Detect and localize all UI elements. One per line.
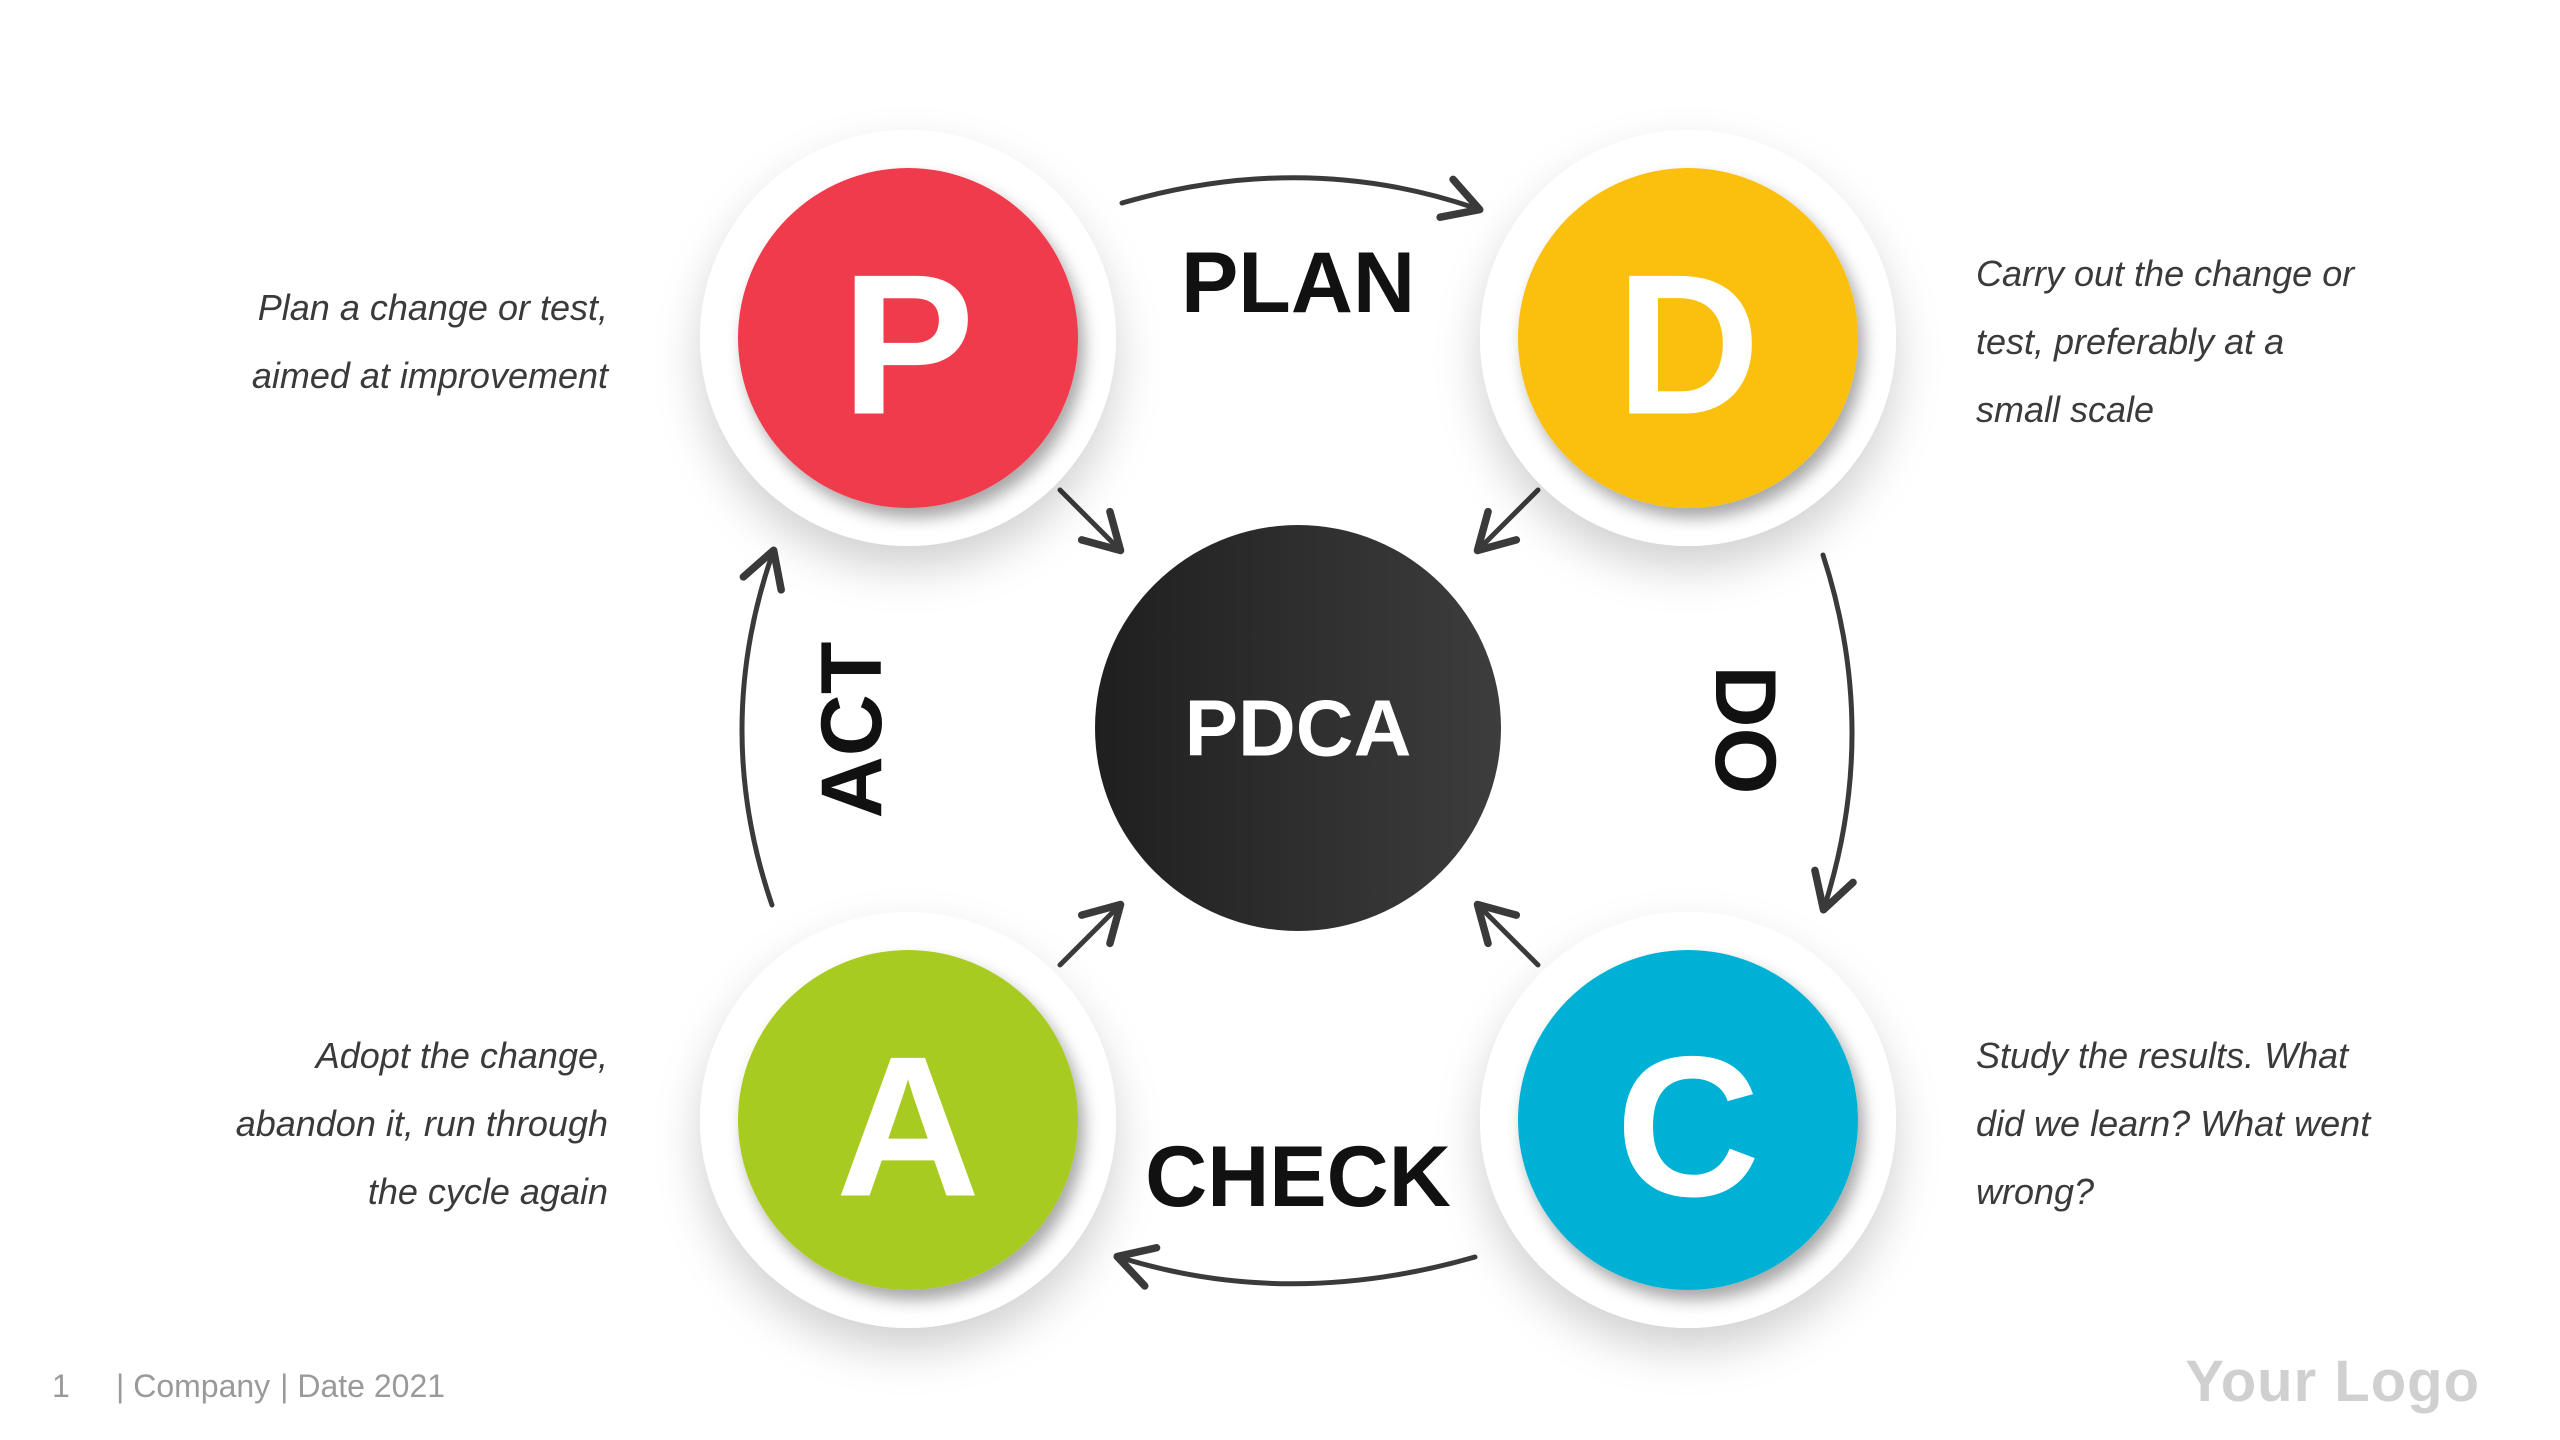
desc-act: Adopt the change, abandon it, run throug… [236, 1022, 608, 1226]
arrow-plan-to-do [1119, 175, 1484, 222]
arrow-plan-to-center [1057, 487, 1125, 555]
arrow-check-to-act [1113, 1244, 1478, 1290]
desc-plan-line: Plan a change or test, [257, 287, 608, 328]
desc-do: Carry out the change or test, preferably… [1976, 240, 2354, 444]
desc-do-line: Carry out the change or [1976, 253, 2355, 294]
node-plan: P [700, 130, 1116, 546]
footer-company: | Company [116, 1368, 271, 1404]
arrow-check-to-center [1473, 900, 1541, 968]
center-circle [1095, 525, 1501, 931]
page-number: 1 [52, 1368, 70, 1404]
desc-check-line: wrong? [1976, 1171, 2095, 1212]
desc-plan: Plan a change or test, aimed at improvem… [252, 274, 608, 410]
label-act: ACT [804, 642, 900, 819]
node-do-letter: D [1616, 234, 1760, 457]
node-plan-disc [738, 168, 1078, 508]
center-label: PDCA [1185, 684, 1412, 773]
node-check: C [1480, 912, 1896, 1328]
logo-placeholder: Your Logo [2185, 1349, 2480, 1414]
desc-check-line: Study the results. What [1976, 1035, 2349, 1076]
desc-check-line: did we learn? What went [1976, 1103, 2371, 1144]
desc-plan-line: aimed at improvement [251, 355, 608, 396]
desc-act-line: the cycle again [367, 1171, 608, 1212]
footer-date: | Date 2021 [280, 1368, 446, 1404]
slide-footer: 1 | Company| Date 2021 [52, 1368, 445, 1405]
node-plan-letter: P [841, 234, 974, 457]
node-check-letter: C [1616, 1016, 1760, 1239]
node-do-disc [1518, 168, 1858, 508]
desc-act-line: Adopt the change, [315, 1035, 608, 1076]
label-check: CHECK [1145, 1129, 1451, 1225]
node-act: A [700, 912, 1116, 1328]
desc-act-line: abandon it, run through [235, 1103, 608, 1144]
node-act-disc [738, 950, 1078, 1290]
label-do: DO [1697, 666, 1793, 795]
arrow-act-to-plan [739, 546, 785, 908]
node-check-disc [1518, 950, 1858, 1290]
label-plan: PLAN [1181, 235, 1415, 331]
arrow-act-to-center [1057, 900, 1125, 968]
node-act-letter: A [836, 1016, 980, 1239]
node-do: D [1480, 130, 1896, 546]
desc-do-line: small scale [1976, 389, 2155, 430]
arrow-do-to-center [1473, 487, 1541, 555]
desc-check: Study the results. What did we learn? Wh… [1976, 1022, 2370, 1226]
arrow-do-to-check [1811, 552, 1857, 914]
desc-do-line: test, preferably at a [1976, 321, 2285, 362]
